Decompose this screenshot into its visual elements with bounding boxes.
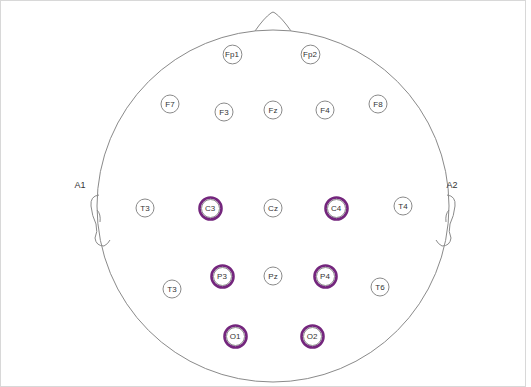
left-ear-inner: [97, 210, 100, 222]
electrode-circle: F4: [314, 99, 336, 121]
electrode-label: C3: [196, 204, 225, 213]
electrode-label: O1: [221, 332, 250, 341]
electrode-label: F3: [213, 108, 235, 117]
electrode-label: T3: [134, 204, 156, 213]
electrode-circle: P3: [208, 262, 237, 291]
head-outline: [97, 30, 449, 382]
electrode-circle: Pz: [262, 265, 284, 287]
electrode-label: P3: [208, 272, 237, 281]
electrode-circle: P4: [311, 262, 340, 291]
nose-outline: [255, 12, 291, 31]
electrode-circle: C3: [196, 194, 225, 223]
electrode-circle: F7: [159, 93, 181, 115]
electrode-label: T3: [161, 285, 183, 294]
electrode-label: P4: [311, 272, 340, 281]
ear-label: A1: [74, 180, 85, 190]
electrode-label: C4: [322, 204, 351, 213]
electrode-label: Pz: [262, 272, 284, 281]
electrode-circle: O2: [298, 322, 327, 351]
electrode-circle: F8: [367, 93, 389, 115]
ear-label: A2: [446, 180, 457, 190]
right-ear-inner: [446, 210, 449, 222]
electrode-circle: Cz: [262, 197, 284, 219]
electrode-circle: T6: [369, 276, 391, 298]
right-ear: [436, 195, 455, 246]
electrode-label: Cz: [262, 204, 284, 213]
electrode-circle: C4: [322, 194, 351, 223]
electrode-label: Fp2: [299, 50, 322, 59]
electrode-label: O2: [298, 332, 327, 341]
electrode-label: F8: [367, 100, 389, 109]
electrode-label: Fz: [262, 106, 284, 115]
electrode-label: F4: [314, 106, 336, 115]
electrode-circle: T3: [161, 278, 183, 300]
electrode-circle: Fp2: [299, 43, 322, 66]
electrode-label: T4: [392, 202, 414, 211]
electrode-circle: T3: [134, 197, 156, 219]
electrode-label: F7: [159, 100, 181, 109]
electrode-circle: Fp1: [221, 43, 244, 66]
electrode-circle: F3: [213, 101, 235, 123]
electrode-circle: T4: [392, 195, 414, 217]
electrode-label: Fp1: [221, 50, 244, 59]
left-ear: [91, 195, 110, 246]
electrode-label: T6: [369, 283, 391, 292]
electrode-circle: O1: [221, 322, 250, 351]
electrode-circle: Fz: [262, 99, 284, 121]
